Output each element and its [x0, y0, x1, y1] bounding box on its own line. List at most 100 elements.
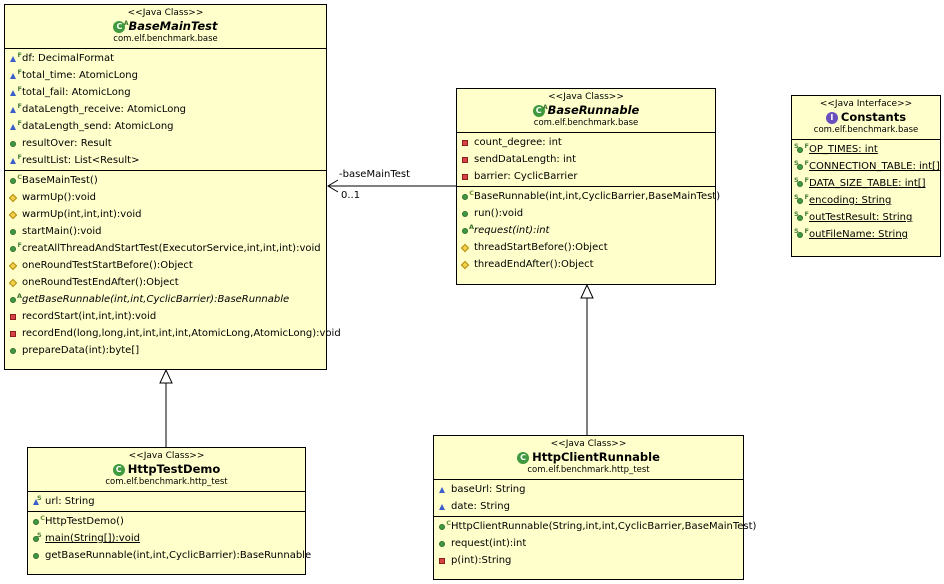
- class-icon: C: [112, 463, 125, 476]
- method-row[interactable]: p(int):String: [434, 552, 743, 569]
- protected-method-icon: [8, 260, 20, 272]
- protected-method-icon: [460, 259, 472, 271]
- generalization-arrowhead-httpclientrunnable: [580, 283, 594, 299]
- class-name: C HttpTestDemo: [28, 462, 305, 477]
- method-row[interactable]: recordStart(int,int,int):void: [5, 308, 326, 325]
- package-final-field-icon: F: [8, 51, 22, 65]
- method-row[interactable]: threadStartBefore():Object: [457, 239, 715, 256]
- class-header: <<Java Class>> C HttpClientRunnable com.…: [434, 436, 743, 480]
- package-final-field-icon: F: [8, 119, 22, 133]
- method-row[interactable]: oneRoundTestEndAfter():Object: [5, 274, 326, 291]
- field-row[interactable]: count_degree: int: [457, 134, 715, 151]
- stereotype: <<Java Class>>: [127, 8, 204, 18]
- method-row[interactable]: threadEndAfter():Object: [457, 256, 715, 273]
- stereotype: <<Java Interface>>: [819, 99, 913, 109]
- method-row[interactable]: recordEnd(long,long,int,int,int,int,Atom…: [5, 325, 341, 342]
- class-name-text: Constants: [840, 110, 907, 124]
- interface-constants[interactable]: <<Java Interface>> I Constants com.elf.b…: [791, 95, 941, 257]
- package-field-icon: [437, 501, 449, 513]
- public-method-icon: [8, 345, 20, 357]
- method-row[interactable]: warmUp():void: [5, 189, 326, 206]
- method-row[interactable]: warmUp(int,int,int):void: [5, 206, 326, 223]
- class-name-text: BaseRunnable: [547, 103, 640, 117]
- package-name: com.elf.benchmark.base: [113, 34, 218, 44]
- constructor-icon: C: [31, 514, 45, 528]
- generalization-arrowhead-httptestdemo: [159, 368, 173, 384]
- package-final-field-icon: F: [8, 153, 22, 167]
- method-row[interactable]: run():void: [457, 205, 715, 222]
- package-name: com.elf.benchmark.http_test: [105, 477, 228, 487]
- field-row[interactable]: date: String: [434, 498, 743, 515]
- field-row[interactable]: barrier: CyclicBarrier: [457, 168, 715, 185]
- public-method-icon: [460, 208, 472, 220]
- private-field-icon: [460, 171, 472, 183]
- association-arrowhead: [327, 179, 339, 193]
- private-field-icon: [460, 154, 472, 166]
- static-package-field-icon: S: [31, 494, 43, 508]
- protected-method-icon: [460, 242, 472, 254]
- private-method-icon: [8, 328, 20, 340]
- method-row[interactable]: startMain():void: [5, 223, 326, 240]
- method-row[interactable]: request(int):int: [434, 535, 743, 552]
- method-row[interactable]: getBaseRunnable(int,int,CyclicBarrier):B…: [28, 547, 311, 564]
- field-row[interactable]: sendDataLength: int: [457, 151, 715, 168]
- public-method-icon: [8, 226, 20, 238]
- protected-method-icon: [8, 277, 20, 289]
- class-http-test-demo[interactable]: <<Java Class>> C HttpTestDemo com.elf.be…: [27, 447, 311, 575]
- public-method-icon: [31, 550, 43, 562]
- abstract-method-icon: A: [460, 223, 474, 237]
- stereotype: <<Java Class>>: [548, 92, 624, 102]
- package-final-field-icon: F: [8, 68, 22, 82]
- public-method-icon: [437, 538, 449, 550]
- public-final-method-icon: F: [8, 241, 22, 255]
- fields-section: count_degree: int sendDataLength: int ba…: [457, 133, 715, 187]
- method-row[interactable]: prepareData(int):byte[]: [5, 342, 326, 359]
- package-final-field-icon: F: [8, 102, 22, 116]
- protected-method-icon: [8, 192, 20, 204]
- field-row[interactable]: resultOver: Result: [5, 135, 326, 152]
- method-row[interactable]: oneRoundTestStartBefore():Object: [5, 257, 326, 274]
- package-field-icon: [437, 484, 449, 496]
- class-http-client-runnable[interactable]: <<Java Class>> C HttpClientRunnable com.…: [433, 435, 756, 580]
- field-row[interactable]: baseUrl: String: [434, 481, 743, 498]
- private-field-icon: [460, 137, 472, 149]
- stereotype: <<Java Class>>: [128, 451, 205, 461]
